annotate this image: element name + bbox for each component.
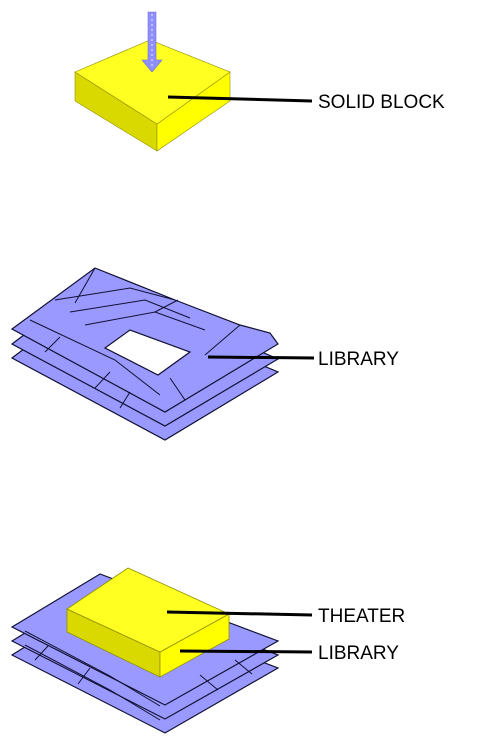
theater-library-seam bbox=[234, 659, 253, 675]
solid-block-leader-line bbox=[167, 95, 313, 103]
theater-library-seam bbox=[199, 674, 219, 691]
library-leader-line bbox=[207, 355, 315, 360]
library-seam bbox=[44, 336, 61, 353]
theater-library-seam bbox=[24, 630, 161, 707]
theater-leader-line bbox=[166, 610, 313, 617]
library-seam bbox=[154, 299, 179, 313]
library-seam bbox=[69, 299, 191, 319]
solid-block-group: SOLID BLOCK bbox=[74, 11, 445, 152]
library-seam bbox=[169, 377, 186, 401]
theater-library-leader-line bbox=[179, 649, 313, 654]
theater-library-seam bbox=[77, 667, 91, 685]
solid-block-top-face bbox=[74, 39, 231, 125]
theater-library-seam bbox=[24, 644, 161, 721]
library-label: LIBRARY bbox=[318, 349, 399, 370]
library-stack-group: LIBRARY bbox=[10, 267, 399, 441]
library-seam bbox=[94, 371, 111, 389]
library-seam bbox=[204, 324, 241, 356]
library-seam bbox=[54, 287, 176, 301]
solid-block-label: SOLID BLOCK bbox=[318, 92, 445, 113]
theater-library-seam bbox=[34, 645, 49, 661]
theater-label: THEATER bbox=[318, 606, 405, 627]
library-seam bbox=[119, 391, 131, 409]
library-seam bbox=[29, 319, 161, 396]
down-arrow-icon bbox=[141, 11, 163, 73]
library-courtyard-hole bbox=[103, 329, 192, 376]
theater-stack-group: THEATER LIBRARY bbox=[10, 567, 405, 734]
library-seam bbox=[74, 267, 96, 304]
theater-library-label: LIBRARY bbox=[318, 643, 399, 664]
